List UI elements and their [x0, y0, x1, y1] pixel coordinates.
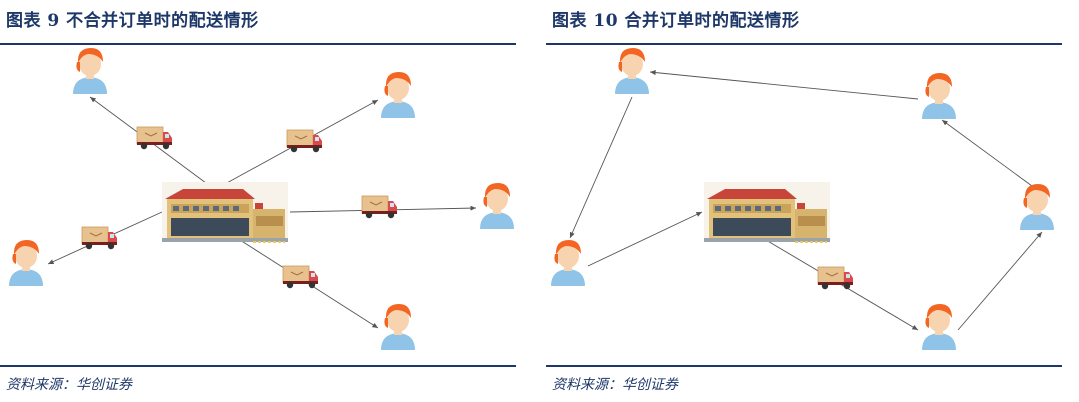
customer-icon	[922, 304, 956, 350]
customer-icon	[9, 240, 43, 286]
truck-icon	[362, 196, 397, 218]
customer-icon	[551, 240, 585, 286]
delivery-diagram-merged	[546, 0, 1066, 402]
truck-icon	[283, 266, 318, 288]
customer-icon	[73, 48, 107, 94]
customer-icon	[381, 72, 415, 118]
warehouse-icon	[162, 182, 288, 242]
customer-icon	[922, 73, 956, 119]
customer-icon	[480, 183, 514, 229]
delivery-diagram-unmerged	[0, 0, 520, 402]
source-rule	[546, 365, 1062, 367]
source-rule	[0, 365, 516, 367]
route-arrow-bottom-to-right	[958, 232, 1042, 330]
panel-unmerged-orders: 图表 9 不合并订单时的配送情形 资料来源：华创证券	[0, 0, 520, 402]
truck-icon	[818, 267, 853, 289]
route-arrow-top-left-to-left	[570, 97, 632, 238]
panel-merged-orders: 图表 10 合并订单时的配送情形 资料来源：华创证券	[546, 0, 1066, 402]
source-note: 资料来源：华创证券	[552, 374, 678, 394]
route-arrow-upper-right-to-top-left	[650, 72, 918, 99]
customer-icon	[615, 48, 649, 94]
route-arrow-right-to-upper-right	[942, 120, 1032, 186]
route-arrow-left-to-warehouse	[588, 212, 702, 266]
truck-icon	[82, 227, 117, 249]
truck-icon	[137, 127, 172, 149]
customer-icon	[1020, 184, 1054, 230]
customer-icon	[381, 304, 415, 350]
warehouse-icon	[704, 182, 830, 242]
source-note: 资料来源：华创证券	[6, 374, 132, 394]
